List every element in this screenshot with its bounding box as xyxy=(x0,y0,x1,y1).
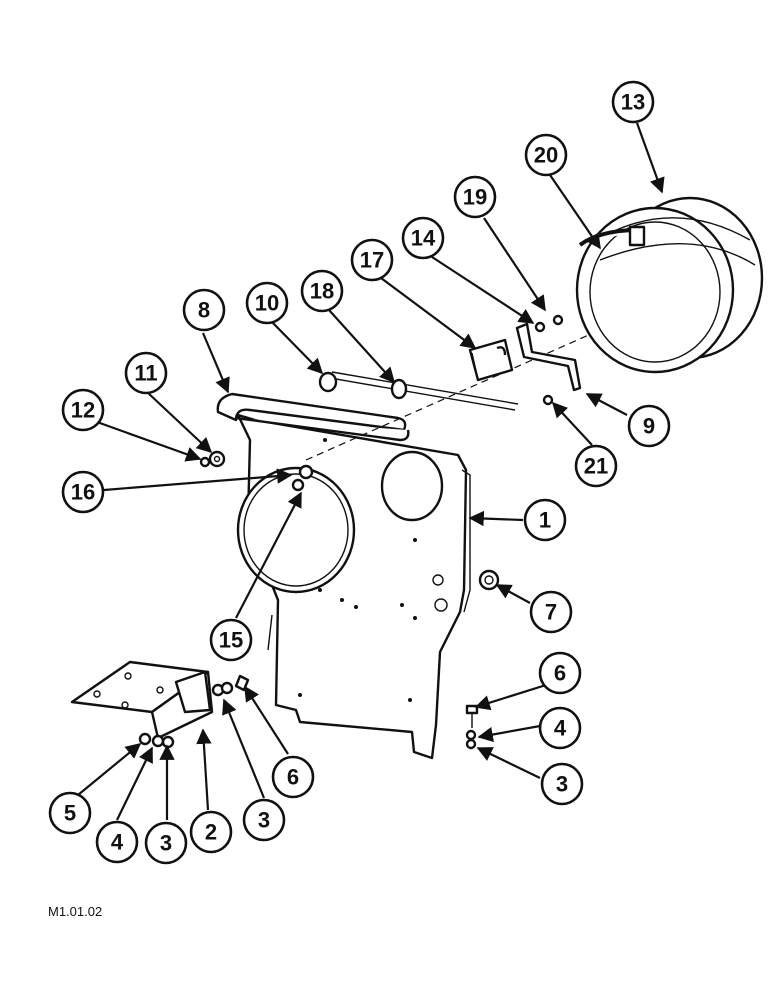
clamp-bracket xyxy=(515,314,582,406)
callout-label: 16 xyxy=(71,480,95,505)
callout-12: 12 xyxy=(61,388,105,432)
grommet xyxy=(478,569,500,591)
callout-label: 4 xyxy=(554,716,567,741)
callout-label: 1 xyxy=(539,508,551,533)
callout-10: 10 xyxy=(245,281,289,325)
callout-14: 14 xyxy=(401,216,445,260)
callout-18: 18 xyxy=(300,269,344,313)
callout-label: 3 xyxy=(160,831,172,856)
rod-assembly xyxy=(305,329,601,461)
callout-3: 3 xyxy=(540,762,584,806)
mounting-bracket xyxy=(70,660,214,740)
callout-label: 10 xyxy=(255,291,279,316)
callout-label: 18 xyxy=(310,279,334,304)
cross-bar xyxy=(216,392,410,442)
callout-label: 14 xyxy=(411,226,436,251)
callout-19: 19 xyxy=(453,175,497,219)
drum-ring xyxy=(575,196,764,374)
bracket-17 xyxy=(468,338,514,382)
base-fasteners xyxy=(465,704,479,750)
callout-label: 2 xyxy=(205,820,217,845)
callout-label: 12 xyxy=(71,398,95,423)
callout-6: 6 xyxy=(271,755,315,799)
callout-17: 17 xyxy=(350,238,394,282)
callout-4: 4 xyxy=(95,820,139,864)
callout-15: 15 xyxy=(209,618,253,662)
callout-13: 13 xyxy=(611,80,655,124)
callout-label: 20 xyxy=(534,143,558,168)
callout-label: 7 xyxy=(545,600,557,625)
callout-label: 21 xyxy=(584,454,608,479)
callout-1: 1 xyxy=(523,498,567,542)
callout-3: 3 xyxy=(144,821,188,865)
drawing-code: M1.01.02 xyxy=(48,904,103,919)
plate-nut xyxy=(291,464,314,492)
housing-plate xyxy=(236,413,471,760)
callout-label: 3 xyxy=(258,808,270,833)
callout-16: 16 xyxy=(61,470,105,514)
callout-label: 17 xyxy=(360,248,384,273)
callout-label: 6 xyxy=(554,661,566,686)
callout-label: 19 xyxy=(463,185,487,210)
callout-21: 21 xyxy=(574,444,618,488)
callout-label: 8 xyxy=(198,298,210,323)
callout-11: 11 xyxy=(124,351,168,395)
callout-label: 4 xyxy=(111,830,124,855)
callout-6: 6 xyxy=(538,651,582,695)
washers-11-12 xyxy=(199,450,226,468)
callout-3: 3 xyxy=(242,798,286,842)
callout-2: 2 xyxy=(189,810,233,854)
callout-label: 11 xyxy=(134,361,157,386)
callout-20: 20 xyxy=(524,133,568,177)
callout-label: 13 xyxy=(621,90,645,115)
callout-7: 7 xyxy=(529,590,573,634)
callout-label: 9 xyxy=(643,414,655,439)
leader-lines xyxy=(77,122,665,821)
callout-label: 15 xyxy=(219,628,243,653)
callout-5: 5 xyxy=(48,791,92,835)
callout-label: 3 xyxy=(556,772,568,797)
callout-4: 4 xyxy=(538,706,582,750)
callout-label: 6 xyxy=(287,765,299,790)
callout-9: 9 xyxy=(627,404,671,448)
callout-8: 8 xyxy=(182,288,226,332)
callout-label: 5 xyxy=(64,801,76,826)
